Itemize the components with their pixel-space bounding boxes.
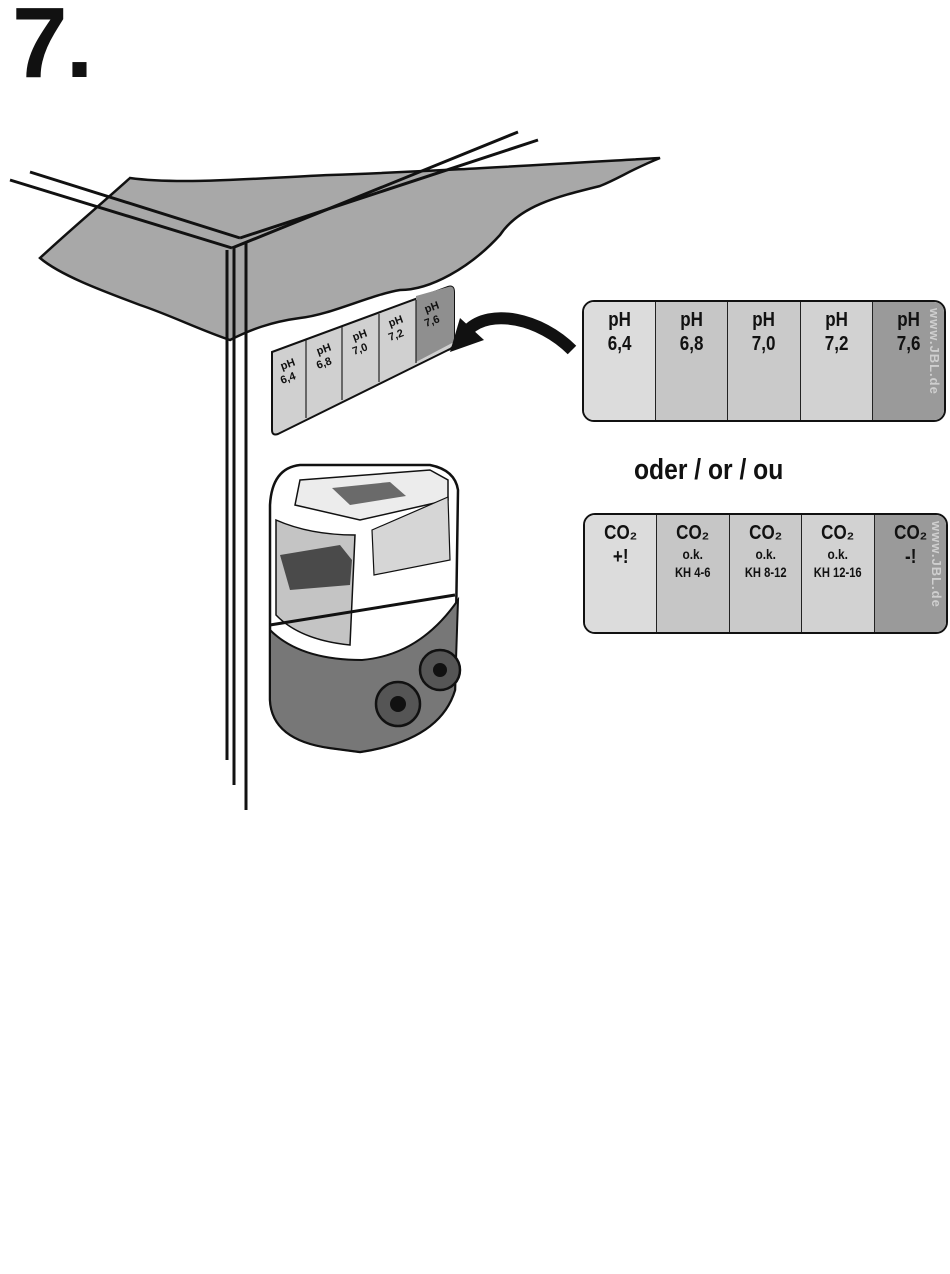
co2-kh-range: KH 8-12 <box>744 564 787 580</box>
co2-label: CO₂ <box>604 522 638 544</box>
co2-cell: CO₂ o.k. KH 8-12 <box>729 515 803 632</box>
step-number: 7. <box>12 0 93 99</box>
co2-label: CO₂ <box>748 522 783 544</box>
ph-value: 7,0 <box>752 333 776 355</box>
co2-ok: o.k. <box>682 546 704 562</box>
co2-cell: CO₂ +! <box>585 515 658 632</box>
co2-status: +! <box>612 546 629 568</box>
co2-color-chart: CO₂ +! CO₂ o.k. KH 4-6 CO₂ o.k. KH 8-12 … <box>583 513 948 634</box>
ph-label: pH <box>897 309 920 331</box>
ph-cell: pH 6,8 <box>656 302 729 420</box>
ph-color-chart: pH 6,4 pH 6,8 pH 7,0 pH 7,2 pH 7,6 www.J… <box>582 300 946 422</box>
co2-kh-range: KH 4-6 <box>675 564 711 580</box>
water-surface <box>38 156 661 342</box>
sticker-ph-label: pH <box>423 300 441 316</box>
ph-value: 6,8 <box>679 333 704 355</box>
co2-cell: CO₂ o.k. KH 12-16 <box>802 515 875 632</box>
ph-label: pH <box>680 309 704 331</box>
sticker-ph-value: 6,8 <box>315 355 333 372</box>
ph-value: 7,6 <box>896 333 921 355</box>
co2-label: CO₂ <box>676 522 710 544</box>
ph-cell: pH 6,4 <box>584 302 657 420</box>
ph-label: pH <box>608 309 631 331</box>
co2-cell: CO₂ o.k. KH 4-6 <box>657 515 730 632</box>
sticker-ph-value: 7,0 <box>351 341 369 358</box>
co2-cell: CO₂ -! www.JBL.de <box>874 515 946 632</box>
ph-label: pH <box>824 309 848 331</box>
ph-cell: pH 7,2 <box>800 302 873 420</box>
co2-kh-range: KH 12-16 <box>813 564 862 580</box>
sticker-ph-label: pH <box>315 342 333 358</box>
sticker-ph-label: pH <box>279 357 297 373</box>
curved-arrow-icon <box>450 312 577 355</box>
sticker-ph-label: pH <box>351 328 369 344</box>
co2-label: CO₂ <box>821 522 855 544</box>
co2-ok: o.k. <box>827 546 849 562</box>
sticker-ph-value: 7,2 <box>387 327 405 344</box>
brand-watermark: www.JBL.de <box>929 521 945 608</box>
ph-label: pH <box>752 309 776 331</box>
glass-sticker: pH 6,4 pH 6,8 pH 7,0 pH 7,2 pH 7,6 <box>271 285 455 436</box>
brand-watermark: www.JBL.de <box>927 308 943 395</box>
sticker-ph-label: pH <box>387 314 405 330</box>
co2-status: -! <box>904 546 916 568</box>
co2-ok: o.k. <box>755 546 776 562</box>
sticker-ph-value: 7,6 <box>423 313 441 330</box>
ph-value: 6,4 <box>607 333 632 355</box>
ph-cell: pH 7,0 <box>728 302 801 420</box>
co2-test-device-icon <box>268 463 462 754</box>
or-separator: oder / or / ou <box>634 454 784 486</box>
ph-cell: pH 7,6 www.JBL.de <box>872 302 944 420</box>
aquarium-frame <box>9 130 539 810</box>
ph-value: 7,2 <box>824 333 849 355</box>
sticker-ph-value: 6,4 <box>279 370 298 387</box>
co2-label: CO₂ <box>893 522 927 544</box>
